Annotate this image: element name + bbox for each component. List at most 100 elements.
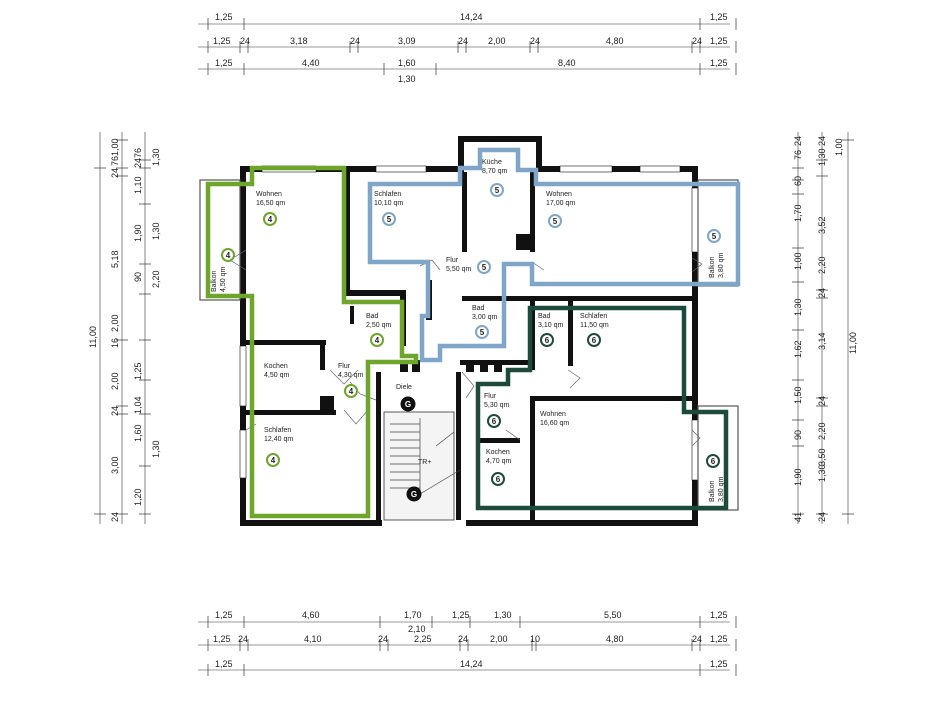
bot-dim-r2-7: 10 (530, 634, 540, 644)
stairwell: TR+ (383, 411, 461, 521)
svg-text:G: G (411, 490, 417, 499)
bot-dim-r1-2: 1,70 (404, 610, 422, 620)
bot-dim-r1-6: 1,25 (710, 610, 728, 620)
left-dim-c1-0: 1,00 (110, 138, 120, 156)
left-dim-c2-6: 1,04 (133, 396, 143, 414)
unit-5-badge: 5 (477, 260, 491, 274)
right-dim-c2-11: 24 (817, 512, 827, 522)
right-dim-c2-3: 3,52 (817, 216, 827, 234)
right-dim-c1-12: 41 (793, 512, 803, 522)
bot-dim-r2-10: 1,25 (710, 634, 728, 644)
unit-6-outline (475, 305, 729, 511)
right-dim-c1-11: 1,90 (793, 468, 803, 486)
left-dim-c2-1: 24 (133, 158, 143, 168)
left-dim-c2-5: 1,25 (133, 362, 143, 380)
left-dim-outer: 11,00 (88, 326, 98, 348)
right-dim-c2-10: 3,50 (817, 448, 827, 466)
top-dim-r2-0: 1,25 (213, 36, 231, 46)
top-dim-r2-6: 2,00 (488, 36, 506, 46)
bot-dim-r2-4: 2,25 (414, 634, 432, 644)
bot-dim-r1-1: 4,60 (302, 610, 320, 620)
unit-4-badge: 4 (266, 453, 280, 467)
unit-6-badge: 6 (706, 454, 720, 468)
unit-6-badge: 6 (491, 472, 505, 486)
right-dim-c1-5: 1,00 (793, 252, 803, 270)
right-dim-outer: 11,00 (848, 332, 858, 354)
right-dim-c2-6: 3,14 (817, 332, 827, 350)
bot-dim-r2-3: 24 (378, 634, 388, 644)
right-dim-c1-4: 1,70 (793, 204, 803, 222)
top-dim-r2-3: 24 (350, 36, 360, 46)
left-dim-c1-6: 16 (110, 338, 120, 348)
right-dim-c1-10: 90 (793, 430, 803, 440)
top-dim-r1-1: 14,24 (460, 12, 483, 22)
top-dim-r2-2: 3,18 (290, 36, 308, 46)
stair-label: TR+ (418, 459, 431, 466)
bot-dim-r1-4: 1,30 (494, 610, 512, 620)
left-dim-c2-2: 1,10 (133, 176, 143, 194)
top-dim-r3-4: 1,25 (710, 58, 728, 68)
right-dim-c1-7: 1,62 (793, 340, 803, 358)
unit-5-badge: 5 (382, 212, 396, 226)
svg-text:4: 4 (268, 215, 273, 224)
right-dim-c2-9: 1,30 (817, 464, 827, 482)
bot-dim-r1-5: 5,50 (604, 610, 622, 620)
unit-6-badge: 6 (540, 333, 554, 347)
top-dimensions: 1,25 14,24 1,25 1,25 24 3,18 24 3,09 24 … (198, 12, 737, 84)
right-dim-c2-8: 2,20 (817, 422, 827, 440)
left-dim-c1-5: 2,00 (110, 314, 120, 332)
bot-dim-r2-0: 1,25 (213, 634, 231, 644)
bot-dim-r1-sub: 2,10 (408, 624, 426, 634)
top-dim-r3-1: 4,40 (302, 58, 320, 68)
left-dim-c3-1: 1,30 (151, 222, 161, 240)
common-area-badge: G (406, 486, 422, 502)
right-dim-c1-6: 1,30 (793, 298, 803, 316)
bot-dim-r2-9: 24 (692, 634, 702, 644)
svg-text:4: 4 (271, 456, 276, 465)
left-dim-c1-1: 76 (110, 156, 120, 166)
left-dim-c2-0: 76 (133, 148, 143, 158)
right-dim-c2-5: 24 (817, 288, 827, 298)
left-dim-c3-4: 1,30 (151, 440, 161, 458)
bot-dim-r3-0: 1,25 (215, 659, 233, 669)
svg-text:G: G (405, 400, 411, 409)
unit-4-badge: 4 (221, 248, 235, 262)
left-dim-c2-7: 1,60 (133, 424, 143, 442)
top-dim-r2-4: 3,09 (398, 36, 416, 46)
left-dim-c2-3: 1,90 (133, 224, 143, 242)
svg-text:5: 5 (482, 263, 487, 272)
svg-text:6: 6 (492, 417, 497, 426)
unit-5-badge: 5 (707, 229, 721, 243)
left-dim-c3-0: 1,30 (151, 148, 161, 166)
svg-text:5: 5 (480, 328, 485, 337)
unit-5-badge: 5 (475, 325, 489, 339)
left-dim-c1-10: 24 (110, 512, 120, 522)
left-dim-c1-7: 2,00 (110, 372, 120, 390)
bot-dim-r2-6: 2,00 (490, 634, 508, 644)
right-dim-c1-2: 24 (793, 136, 803, 146)
unit-5-badge: 5 (490, 183, 504, 197)
top-dim-r2-9: 24 (692, 36, 702, 46)
svg-text:5: 5 (387, 215, 392, 224)
svg-text:5: 5 (495, 186, 500, 195)
top-dim-r3-sub: 1,30 (398, 74, 416, 84)
left-dim-c1-8: 24 (110, 406, 120, 416)
left-dim-c1-4: 5,18 (110, 250, 120, 268)
top-dim-r1-0: 1,25 (215, 12, 233, 22)
bot-dim-r1-0: 1,25 (215, 610, 233, 620)
bot-dim-r3-1: 14,24 (460, 659, 483, 669)
left-dim-c1-2: 24 (110, 168, 120, 178)
